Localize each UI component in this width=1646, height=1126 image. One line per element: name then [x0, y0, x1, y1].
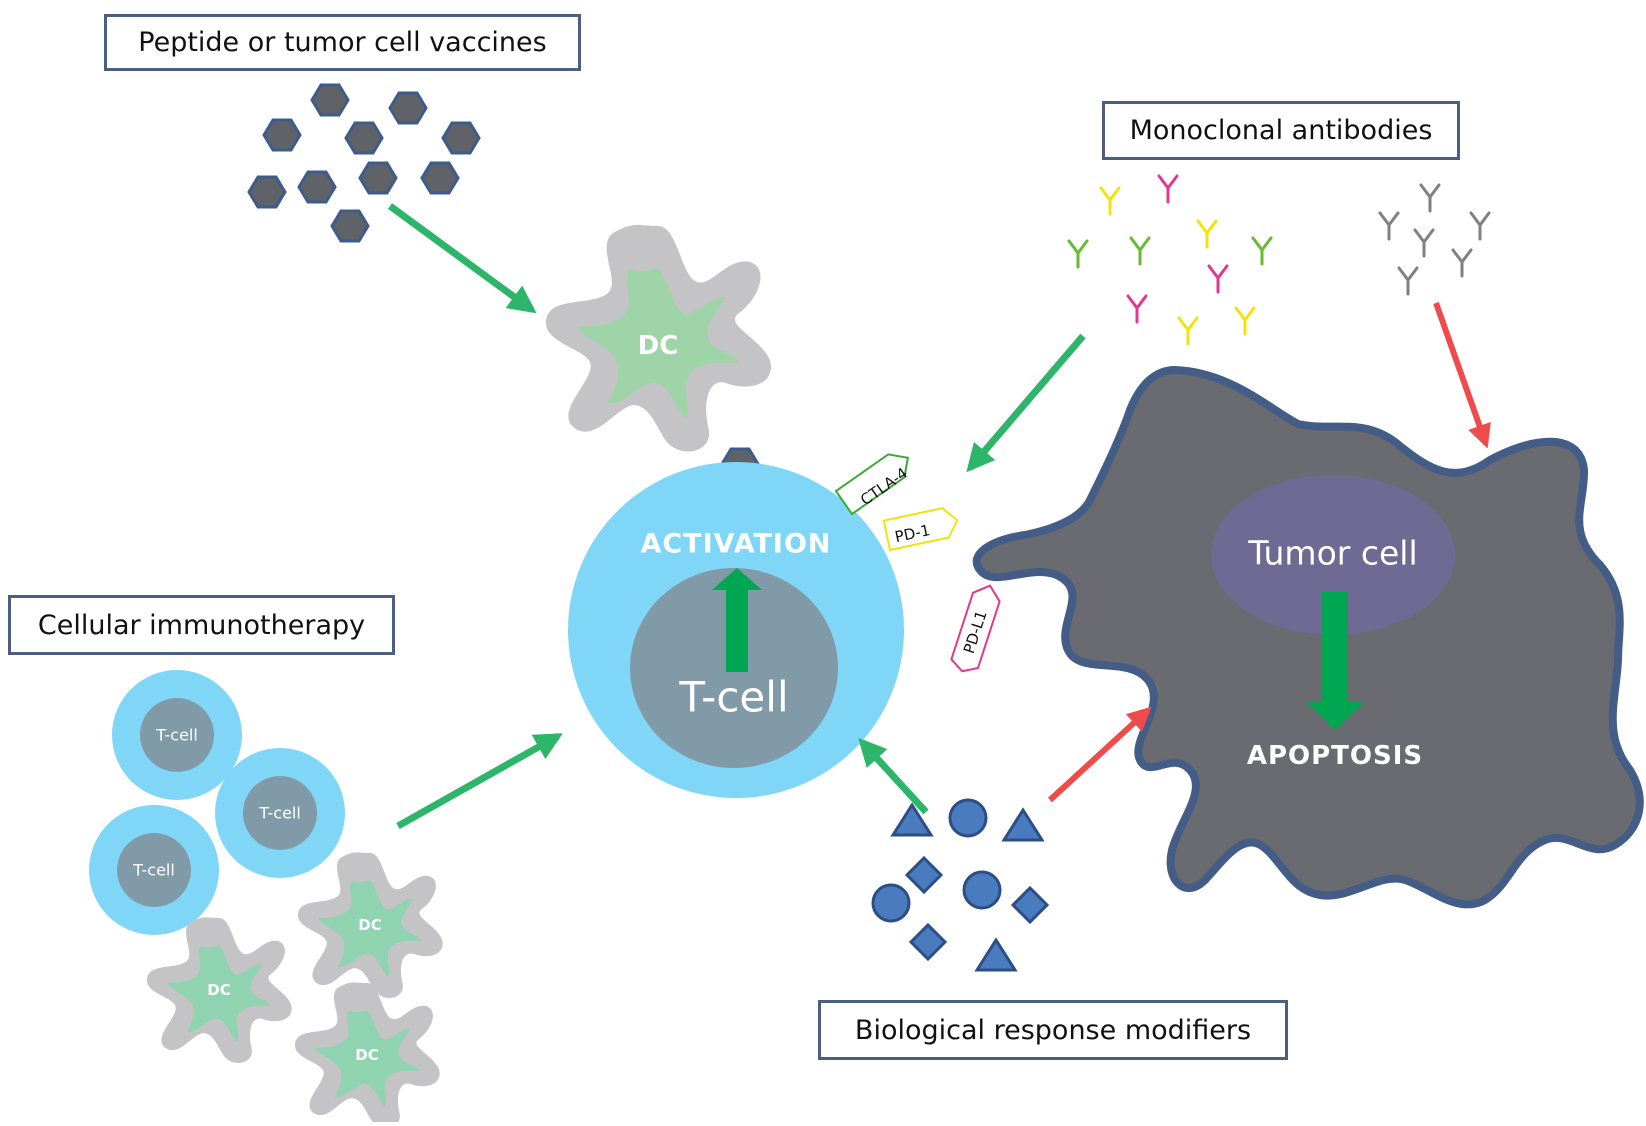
brm-circle — [962, 870, 1002, 910]
peptide-hexagon — [441, 121, 481, 155]
apoptosis-label: APOPTOSIS — [1246, 741, 1424, 771]
small-dc-label: DC — [207, 981, 231, 999]
brm-diamond — [904, 855, 944, 895]
antibody-icon — [1378, 211, 1400, 241]
small-tcell — [215, 748, 345, 878]
antibodies-colored — [1067, 174, 1273, 346]
antibody-icon — [1419, 183, 1441, 213]
antibodies-box: Monoclonal antibodies — [1102, 101, 1460, 160]
small-tcell — [112, 670, 242, 800]
brm-label: Biological response modifiers — [854, 1014, 1252, 1046]
antibody-icon — [1099, 186, 1121, 216]
tumor-cell — [972, 366, 1644, 909]
pd1-receptor — [882, 507, 959, 552]
tumor-cell-label: Tumor cell — [1248, 533, 1418, 573]
brm-triangle — [1001, 807, 1045, 842]
apoptosis-arrow-head — [1306, 702, 1364, 730]
activation-arrow-shaft — [726, 587, 748, 672]
peptide-hexagon — [358, 161, 398, 195]
antibody-icon — [1067, 239, 1089, 269]
arrow-antibodies-to-tumor — [1433, 301, 1491, 449]
peptide-hexagon — [310, 83, 350, 117]
antibodies-label: Monoclonal antibodies — [1129, 115, 1433, 146]
brm-molecules — [871, 798, 1050, 972]
antibodies-gray — [1378, 183, 1491, 296]
brm-diamond — [908, 922, 948, 962]
brm-diamond — [1010, 885, 1050, 925]
arrow-brm-to-tumor — [1047, 706, 1152, 803]
peptide-hexagon — [262, 118, 302, 152]
small-tcell-label: T-cell — [133, 860, 175, 880]
antibody-icon — [1251, 236, 1273, 266]
peptide-hexagon — [388, 91, 428, 125]
brm-circle — [871, 883, 911, 923]
ctla4-receptor — [834, 453, 910, 516]
arrow-cellular-to-tcell — [396, 732, 563, 830]
vaccines-box: Peptide or tumor cell vaccines — [104, 14, 581, 71]
arrow-antibodies-to-tcell — [966, 333, 1086, 473]
arrow-vaccines-to-dc — [387, 203, 537, 314]
antibody-icon — [1157, 174, 1179, 204]
peptide-hexagon — [297, 170, 337, 204]
small-dc-label: DC — [358, 916, 382, 934]
antibody-icon — [1129, 236, 1151, 266]
antibody-icon — [1451, 248, 1473, 278]
tumor-nucleus — [1211, 475, 1455, 635]
small-tcell — [89, 805, 219, 935]
small-tcell-label: T-cell — [259, 803, 301, 823]
pdl1-receptor — [950, 584, 1001, 673]
brm-box: Biological response modifiers — [818, 1000, 1288, 1060]
cellular-box: Cellular immunotherapy — [8, 595, 395, 655]
peptide-hexagon — [344, 121, 384, 155]
dc-main-label: DC — [637, 331, 679, 361]
activation-label: ACTIVATION — [640, 528, 832, 560]
antibody-icon — [1126, 294, 1148, 324]
antibody-icon — [1397, 266, 1419, 296]
vaccine-peptides — [247, 83, 481, 243]
antibody-icon — [1469, 211, 1491, 241]
brm-triangle — [974, 937, 1018, 972]
peptide-hexagon — [420, 161, 460, 195]
small-dc-label: DC — [355, 1046, 379, 1064]
small-tcell-label: T-cell — [156, 725, 198, 745]
antibody-icon — [1207, 264, 1229, 294]
cellular-label: Cellular immunotherapy — [37, 609, 366, 641]
antibody-icon — [1234, 306, 1256, 336]
peptide-hexagon — [330, 209, 370, 243]
tcell-main-label: T-cell — [679, 672, 789, 722]
antibody-icon — [1413, 228, 1435, 258]
activation-arrow-head — [712, 568, 762, 590]
peptide-hexagon — [247, 175, 287, 209]
vaccines-label: Peptide or tumor cell vaccines — [138, 27, 547, 58]
brm-circle — [948, 798, 988, 838]
apoptosis-arrow-shaft — [1322, 592, 1348, 702]
antibody-icon — [1196, 219, 1218, 249]
antibody-icon — [1177, 316, 1199, 346]
arrow-brm-to-tcell — [858, 737, 929, 815]
brm-triangle — [890, 802, 934, 837]
